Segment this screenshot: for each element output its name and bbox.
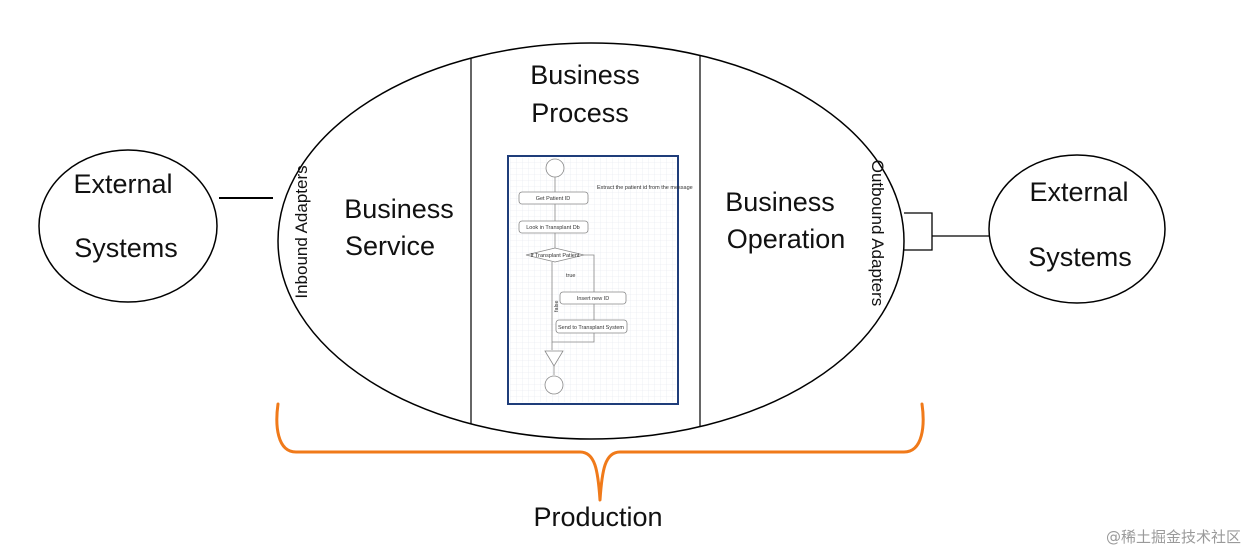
- thumb-step1-label: Get Patient ID: [536, 196, 571, 202]
- business-operation-line2: Operation: [727, 224, 846, 254]
- business-process-line1: Business: [530, 60, 640, 90]
- outbound-adapters-label: Outbound Adapters: [868, 160, 887, 307]
- thumb-step-insert: [559, 291, 627, 305]
- business-service-line1: Business: [344, 194, 454, 224]
- thumb-step4-label: Send to Transplant System: [558, 325, 624, 331]
- thumb-step-get-patient: [518, 191, 589, 205]
- thumb-start-node: [545, 158, 565, 178]
- thumb-false-label: false: [554, 300, 560, 312]
- thumb-step2-label: Look in Transplant Db: [526, 225, 580, 231]
- watermark: @稀土掘金技术社区: [1105, 528, 1241, 546]
- thumb-end-node: [544, 375, 564, 395]
- thumb-join-node: [544, 350, 564, 367]
- thumb-decision-label: If Transplant Patient: [531, 253, 580, 259]
- thumb-step3-label: Insert new ID: [577, 296, 609, 302]
- right-systems-line1: External: [1029, 177, 1128, 207]
- left-systems-line2: Systems: [74, 233, 178, 263]
- production-brace: [275, 402, 925, 502]
- right-external-systems: External Systems: [988, 154, 1166, 304]
- left-systems-line1: External: [73, 169, 172, 199]
- business-service-line2: Service: [345, 231, 435, 261]
- left-external-systems: External Systems: [38, 149, 218, 303]
- outbound-port: [904, 212, 933, 251]
- thumb-step-send: [555, 319, 628, 334]
- thumb-true-label: true: [566, 273, 575, 279]
- inbound-adapters-label: Inbound Adapters: [292, 165, 311, 298]
- business-process-line2: Process: [531, 98, 629, 128]
- thumb-note: Extract the patient id from the message: [597, 185, 693, 191]
- business-operation-line1: Business: [725, 187, 835, 217]
- right-systems-line2: Systems: [1028, 242, 1132, 272]
- production-label: Production: [533, 502, 662, 532]
- bpl-thumbnail: Extract the patient id from the message …: [507, 155, 693, 405]
- thumb-step-lookup: [518, 220, 589, 234]
